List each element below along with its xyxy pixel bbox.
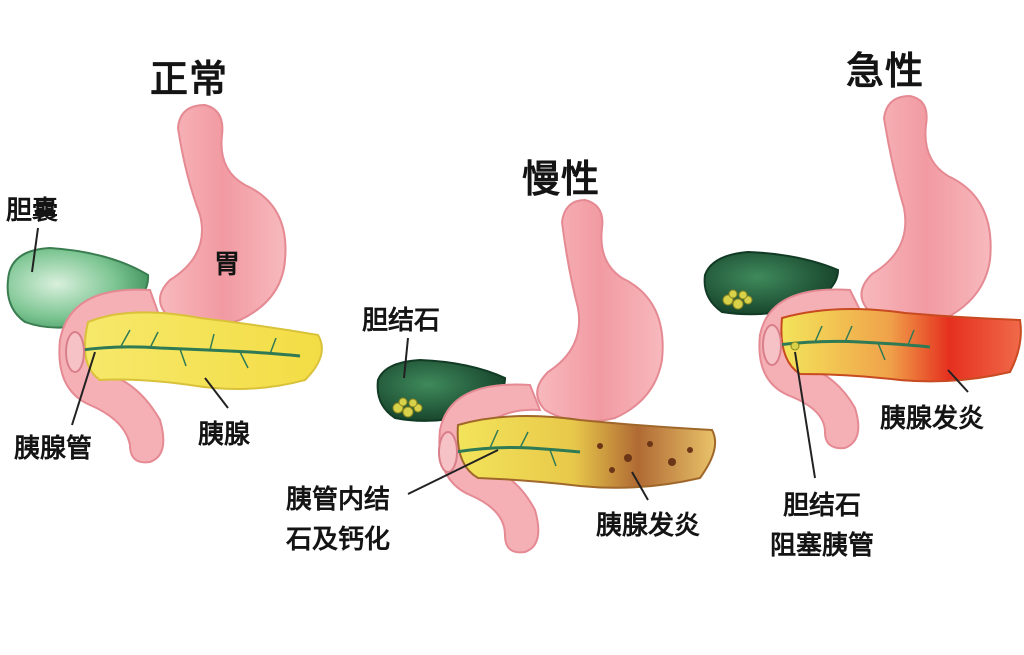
label-stomach: 胃 <box>214 250 241 280</box>
pancreas-illustration <box>456 415 716 489</box>
label-stone-blockage-line2: 阻塞胰管 <box>769 531 874 561</box>
gallstones-cluster <box>392 397 423 418</box>
label-duct-stones-line1: 胰管内结 <box>285 485 390 515</box>
stomach-illustration <box>860 94 992 325</box>
label-duct-stones: 胰管内结 石及钙化 <box>272 480 404 560</box>
pancreatic-duct <box>454 446 581 454</box>
calcification-spots <box>597 441 693 473</box>
panel-title-acute: 急性 <box>846 49 925 93</box>
label-pancreatic-duct: 胰腺管 <box>14 434 93 464</box>
panel-chronic <box>376 198 716 554</box>
label-stone-blockage: 胆结石 阻塞胰管 <box>752 486 892 566</box>
label-pancreas: 胰腺 <box>198 420 251 450</box>
panel-title-normal: 正常 <box>150 57 229 101</box>
label-pancreatitis-chronic: 胰腺发炎 <box>596 511 701 541</box>
panel-title-chronic: 慢性 <box>522 157 601 201</box>
gallstones-cluster <box>722 289 753 310</box>
label-stone-blockage-line1: 胆结石 <box>782 491 861 521</box>
panel-normal <box>6 103 323 464</box>
label-gallstones: 胆结石 <box>362 306 441 336</box>
blocking-stone <box>790 341 800 351</box>
label-duct-stones-line2: 石及钙化 <box>285 525 390 555</box>
label-pancreatitis-acute: 胰腺发炎 <box>880 404 985 434</box>
pancreatic-duct <box>777 339 931 349</box>
stomach-illustration <box>536 198 664 423</box>
stomach-illustration <box>159 103 287 327</box>
label-gallbladder: 胆囊 <box>6 196 59 226</box>
panel-acute <box>703 94 1022 479</box>
